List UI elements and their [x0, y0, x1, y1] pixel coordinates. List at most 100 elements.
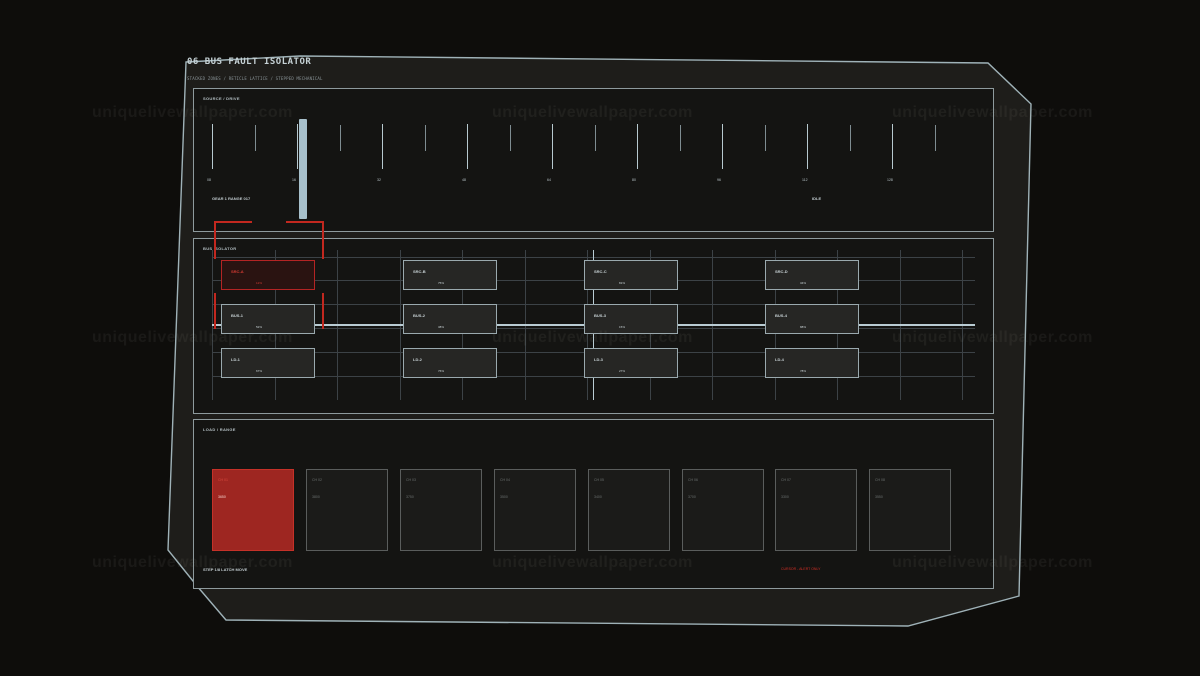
node-label: SRC-A: [231, 269, 244, 274]
watermark-text: uniquelivewallpaper.com: [492, 329, 693, 346]
channel-name: CH 04: [500, 478, 510, 482]
node-label: SRC-B: [413, 269, 426, 274]
source-drive-label: SOURCE / DRIVE: [203, 96, 240, 101]
scale-tick-label: 48: [462, 178, 466, 182]
watermark-text: uniquelivewallpaper.com: [492, 554, 693, 571]
scale-tick-minor: [425, 125, 426, 151]
channel-tile[interactable]: CH 02 3800: [306, 469, 388, 551]
node-value: 76%: [438, 369, 445, 373]
node-ld-3[interactable]: LD-3 27%: [584, 348, 678, 378]
scale-tick-label: 128: [887, 178, 893, 182]
node-src-c[interactable]: SRC-C 81%: [584, 260, 678, 290]
node-label: SRC-D: [775, 269, 788, 274]
channel-value: 3700: [688, 495, 696, 499]
node-value: 38%: [438, 325, 445, 329]
scale-tick-major: [892, 124, 893, 169]
node-label: SRC-C: [594, 269, 607, 274]
node-value: 52%: [256, 325, 263, 329]
watermark-text: uniquelivewallpaper.com: [892, 554, 1093, 571]
scale-tick-label: 32: [377, 178, 381, 182]
channel-tile[interactable]: CH 05 3400: [588, 469, 670, 551]
scale-tick-label: 16: [292, 178, 296, 182]
fault-bracket-bottom-left: [214, 293, 226, 329]
scale-tick-label: 08: [207, 178, 211, 182]
scale-tick-minor: [850, 125, 851, 151]
gear-range-status: GEAR 1 RANGE 017: [212, 196, 251, 201]
channel-value: 3650: [218, 495, 226, 499]
node-value: 15%: [619, 325, 626, 329]
scale-tick-label: 96: [717, 178, 721, 182]
node-label: BUS-4: [775, 313, 788, 318]
scale-tick-major: [722, 124, 723, 169]
channel-name: CH 02: [312, 478, 322, 482]
channel-value: 3500: [500, 495, 508, 499]
node-ld-4[interactable]: LD-4 78%: [765, 348, 859, 378]
node-label: BUS-3: [594, 313, 607, 318]
node-bus-4[interactable]: BUS-4 88%: [765, 304, 859, 334]
scale-tick-minor: [340, 125, 341, 151]
node-value: 34%: [800, 281, 807, 285]
channel-name: CH 08: [875, 478, 885, 482]
channel-tile[interactable]: CH 03 3750: [400, 469, 482, 551]
channel-tile[interactable]: CH 01 3650: [212, 469, 294, 551]
channel-name: CH 03: [406, 478, 416, 482]
node-value: 12%: [256, 281, 263, 285]
channel-value: 3400: [594, 495, 602, 499]
scale-tick-minor: [935, 125, 936, 151]
watermark-text: uniquelivewallpaper.com: [492, 104, 693, 121]
channel-tile[interactable]: CH 06 3700: [682, 469, 764, 551]
node-bus-1[interactable]: BUS-1 52%: [221, 304, 315, 334]
node-src-b[interactable]: SRC-B 75%: [403, 260, 497, 290]
scale-tick-minor: [255, 125, 256, 151]
node-bus-3[interactable]: BUS-3 15%: [584, 304, 678, 334]
channel-tile[interactable]: CH 04 3500: [494, 469, 576, 551]
scale-tick-minor: [595, 125, 596, 151]
watermark-text: uniquelivewallpaper.com: [92, 329, 293, 346]
node-src-d[interactable]: SRC-D 34%: [765, 260, 859, 290]
node-value: 75%: [438, 281, 445, 285]
load-range-label: LOAD / RANGE: [203, 427, 236, 432]
node-label: LD-3: [594, 357, 603, 362]
node-label: BUS-1: [231, 313, 244, 318]
step-status: STEP 1/8 LATCH MOVE: [203, 567, 248, 572]
channel-name: CH 05: [594, 478, 604, 482]
channel-value: 3750: [406, 495, 414, 499]
fault-bracket-bottom-right: [312, 293, 324, 329]
scale-tick-major: [467, 124, 468, 169]
channel-value: 3300: [781, 495, 789, 499]
node-label: LD-4: [775, 357, 784, 362]
node-value: 78%: [800, 369, 807, 373]
node-src-a[interactable]: SRC-A 12%: [221, 260, 315, 290]
watermark-text: uniquelivewallpaper.com: [92, 104, 293, 121]
scale-tick-minor: [510, 125, 511, 151]
scale-tick-major: [212, 124, 213, 169]
node-value: 88%: [800, 325, 807, 329]
node-value: 27%: [619, 369, 626, 373]
scale-tick-minor: [765, 125, 766, 151]
page-title: 06 BUS FAULT ISOLATOR: [187, 57, 312, 67]
scale-tick-major: [637, 124, 638, 169]
channel-value: 3800: [312, 495, 320, 499]
channel-name: CH 01: [218, 478, 228, 482]
scale-tick-major: [382, 124, 383, 169]
drive-state-status: IDLE: [812, 196, 822, 201]
watermark-text: uniquelivewallpaper.com: [892, 104, 1093, 121]
scale-tick-major: [297, 124, 298, 169]
page-subtitle: STACKED ZONES / RETICLE LATTICE / STEPPE…: [187, 76, 323, 81]
node-value: 81%: [619, 281, 626, 285]
scale-tick-label: 80: [632, 178, 636, 182]
scale-tick-label: 112: [802, 178, 808, 182]
fault-bracket-top-right: [286, 221, 324, 259]
node-value: 67%: [256, 369, 263, 373]
cursor-alert: CURSOR - ALERT ONLY: [781, 567, 821, 571]
source-drive-panel: SOURCE / DRIVE: [193, 88, 994, 232]
drive-slider-handle[interactable]: [299, 119, 307, 219]
bus-isolator-label: BUS ISOLATOR: [203, 246, 237, 251]
scale-tick-label: 64: [547, 178, 551, 182]
channel-name: CH 06: [688, 478, 698, 482]
